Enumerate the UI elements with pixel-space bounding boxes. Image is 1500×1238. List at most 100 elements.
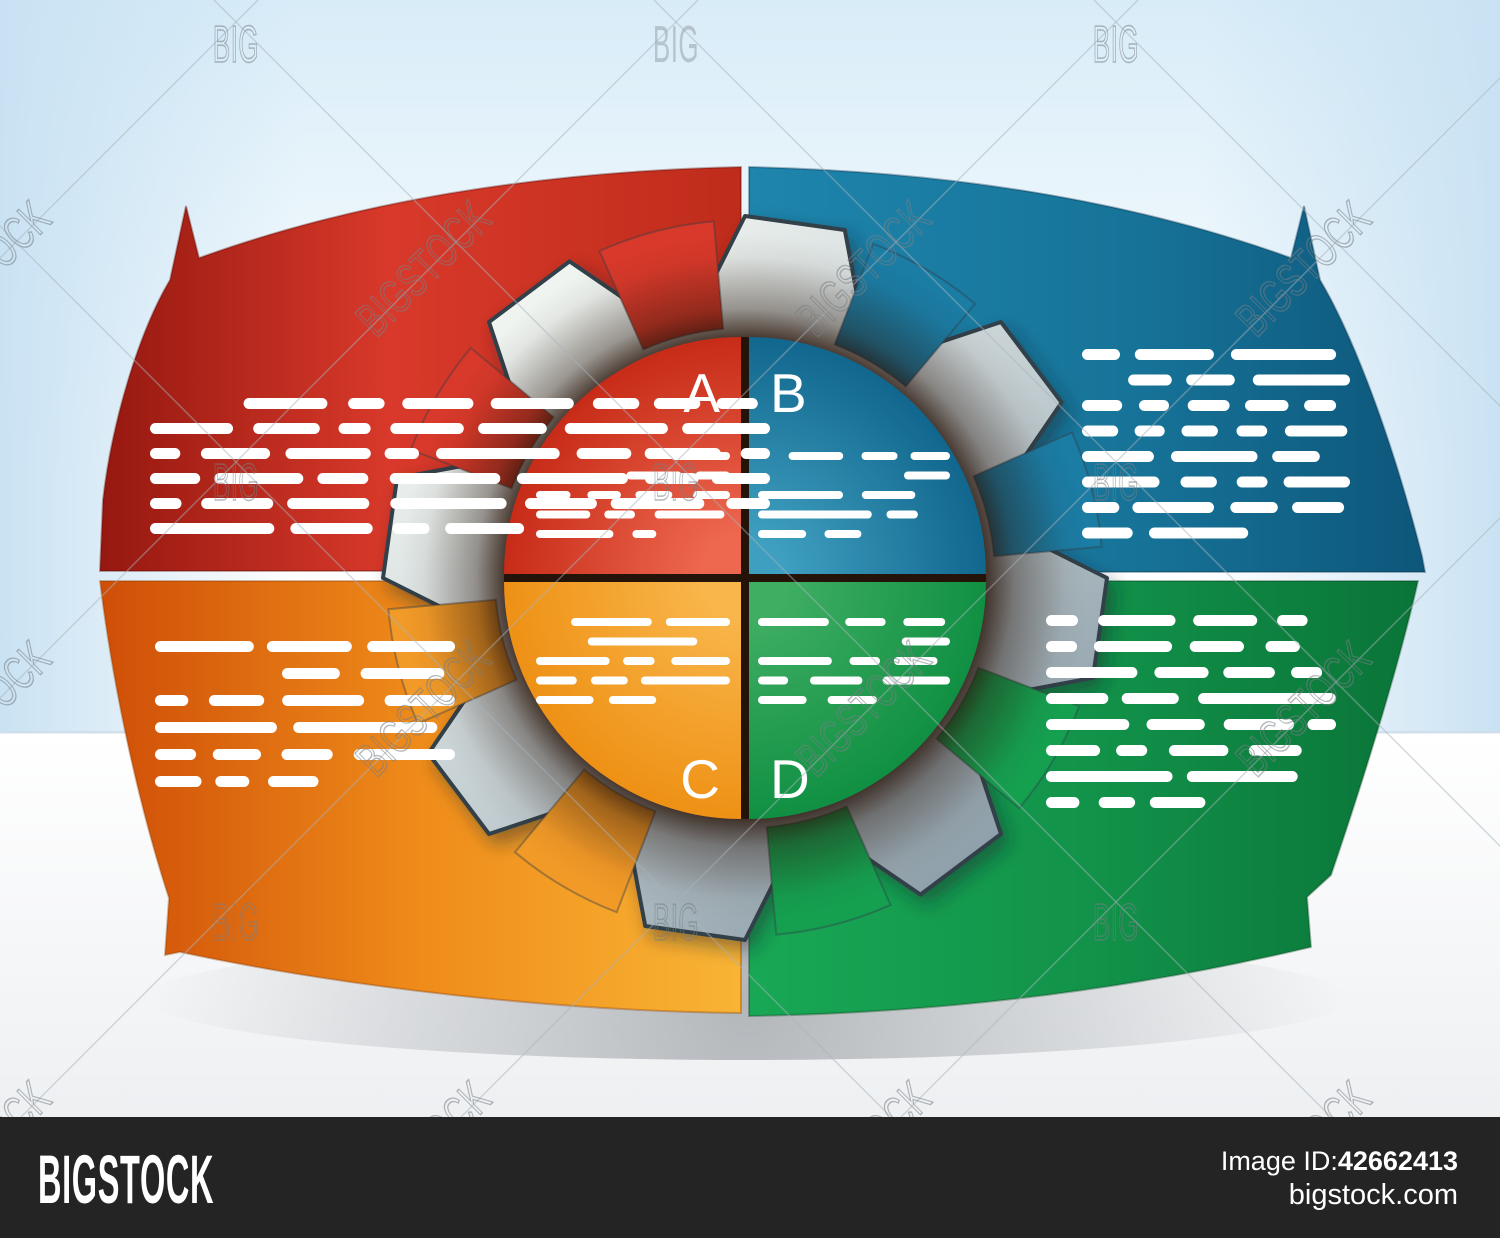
placeholder-line	[1082, 476, 1160, 488]
quadrant-d-label: D	[770, 748, 810, 810]
footer-image-id: Image ID:42662413	[1221, 1146, 1458, 1176]
placeholder-line	[670, 452, 730, 460]
watermark-text: BIG	[1093, 893, 1139, 951]
placeholder-line	[1189, 641, 1244, 652]
placeholder-line	[290, 523, 373, 534]
watermark-diagonal-line	[0, 0, 259, 259]
placeholder-line	[886, 510, 918, 519]
watermark-text: BIG	[213, 453, 259, 511]
placeholder-line	[1132, 502, 1214, 513]
placeholder-line	[1082, 502, 1120, 513]
watermark-text: BIG	[653, 893, 699, 951]
placeholder-line	[640, 676, 730, 685]
placeholder-line	[665, 618, 730, 626]
placeholder-line	[1186, 374, 1235, 386]
placeholder-line	[726, 498, 770, 509]
placeholder-line	[758, 676, 789, 685]
placeholder-line	[1121, 693, 1179, 704]
placeholder-line	[536, 676, 577, 685]
placeholder-line	[758, 657, 832, 665]
placeholder-line	[608, 696, 657, 704]
placeholder-line	[1230, 349, 1337, 360]
placeholder-line	[576, 448, 632, 459]
placeholder-line	[1272, 451, 1320, 462]
placeholder-line	[150, 448, 181, 459]
watermark-text: BIG	[1093, 15, 1139, 73]
placeholder-line	[282, 695, 365, 706]
placeholder-line	[436, 448, 560, 459]
placeholder-line	[1046, 771, 1173, 782]
placeholder-line	[1046, 797, 1080, 808]
pie-layer	[504, 337, 986, 819]
placeholder-line	[1146, 719, 1205, 730]
placeholder-line	[402, 398, 474, 409]
placeholder-line	[904, 471, 950, 480]
placeholder-line	[208, 695, 265, 706]
placeholder-line	[253, 423, 320, 434]
placeholder-line	[338, 423, 371, 434]
placeholder-line	[1098, 615, 1176, 626]
placeholder-line	[201, 498, 274, 509]
placeholder-line	[1128, 374, 1172, 386]
placeholder-line	[861, 491, 916, 499]
placeholder-line	[215, 776, 250, 787]
placeholder-line	[281, 749, 333, 760]
placeholder-line	[1116, 745, 1148, 756]
placeholder-line	[1046, 719, 1130, 730]
footer-logo-text: BIGSTOCK	[38, 1142, 214, 1219]
placeholder-line	[610, 498, 705, 509]
footer-bar: BIGSTOCK Image ID:42662413 bigstock.com	[0, 1117, 1500, 1238]
placeholder-line	[155, 722, 277, 733]
placeholder-line	[517, 473, 628, 484]
placeholder-line	[861, 452, 898, 460]
placeholder-line	[1265, 641, 1300, 652]
placeholder-line	[287, 498, 370, 509]
placeholder-line	[266, 641, 352, 652]
placeholder-line	[390, 423, 464, 434]
placeholder-line	[1304, 400, 1337, 411]
placeholder-line	[788, 452, 844, 460]
placeholder-line	[390, 498, 507, 509]
placeholder-line	[1245, 400, 1289, 411]
watermark-text: BIG	[213, 15, 259, 73]
placeholder-line	[285, 448, 371, 459]
placeholder-line	[384, 448, 419, 459]
placeholder-line	[1236, 425, 1268, 437]
placeholder-line	[682, 423, 770, 434]
placeholder-line	[623, 657, 655, 665]
placeholder-line	[155, 641, 254, 652]
placeholder-line	[632, 530, 657, 538]
placeholder-line	[571, 618, 652, 626]
placeholder-line	[592, 398, 640, 409]
placeholder-line	[1180, 476, 1217, 488]
placeholder-line	[536, 510, 591, 519]
footer-logo: BIGSTOCK	[38, 1142, 214, 1219]
placeholder-line	[268, 776, 319, 787]
placeholder-line	[1149, 797, 1206, 808]
placeholder-line	[353, 749, 455, 760]
placeholder-line	[1046, 667, 1138, 678]
placeholder-line	[587, 637, 698, 646]
placeholder-line	[150, 523, 275, 534]
placeholder-line	[150, 498, 182, 509]
placeholder-line	[893, 657, 938, 665]
placeholder-line	[1277, 615, 1308, 626]
placeholder-line	[1046, 615, 1078, 626]
placeholder-line	[536, 530, 614, 538]
placeholder-line	[155, 776, 202, 787]
orange-banner-text	[155, 641, 455, 787]
placeholder-line	[758, 491, 843, 499]
placeholder-line	[150, 473, 201, 484]
watermark-text: BIG	[653, 453, 699, 511]
placeholder-line	[1248, 745, 1302, 756]
placeholder-line	[1046, 693, 1109, 704]
placeholder-line	[1236, 476, 1268, 488]
watermark-diagonal-line	[339, 77, 1500, 1238]
placeholder-line	[367, 641, 455, 652]
placeholder-line	[1193, 615, 1258, 626]
placeholder-line	[1046, 641, 1078, 652]
placeholder-line	[490, 398, 574, 409]
placeholder-line	[1181, 425, 1218, 437]
